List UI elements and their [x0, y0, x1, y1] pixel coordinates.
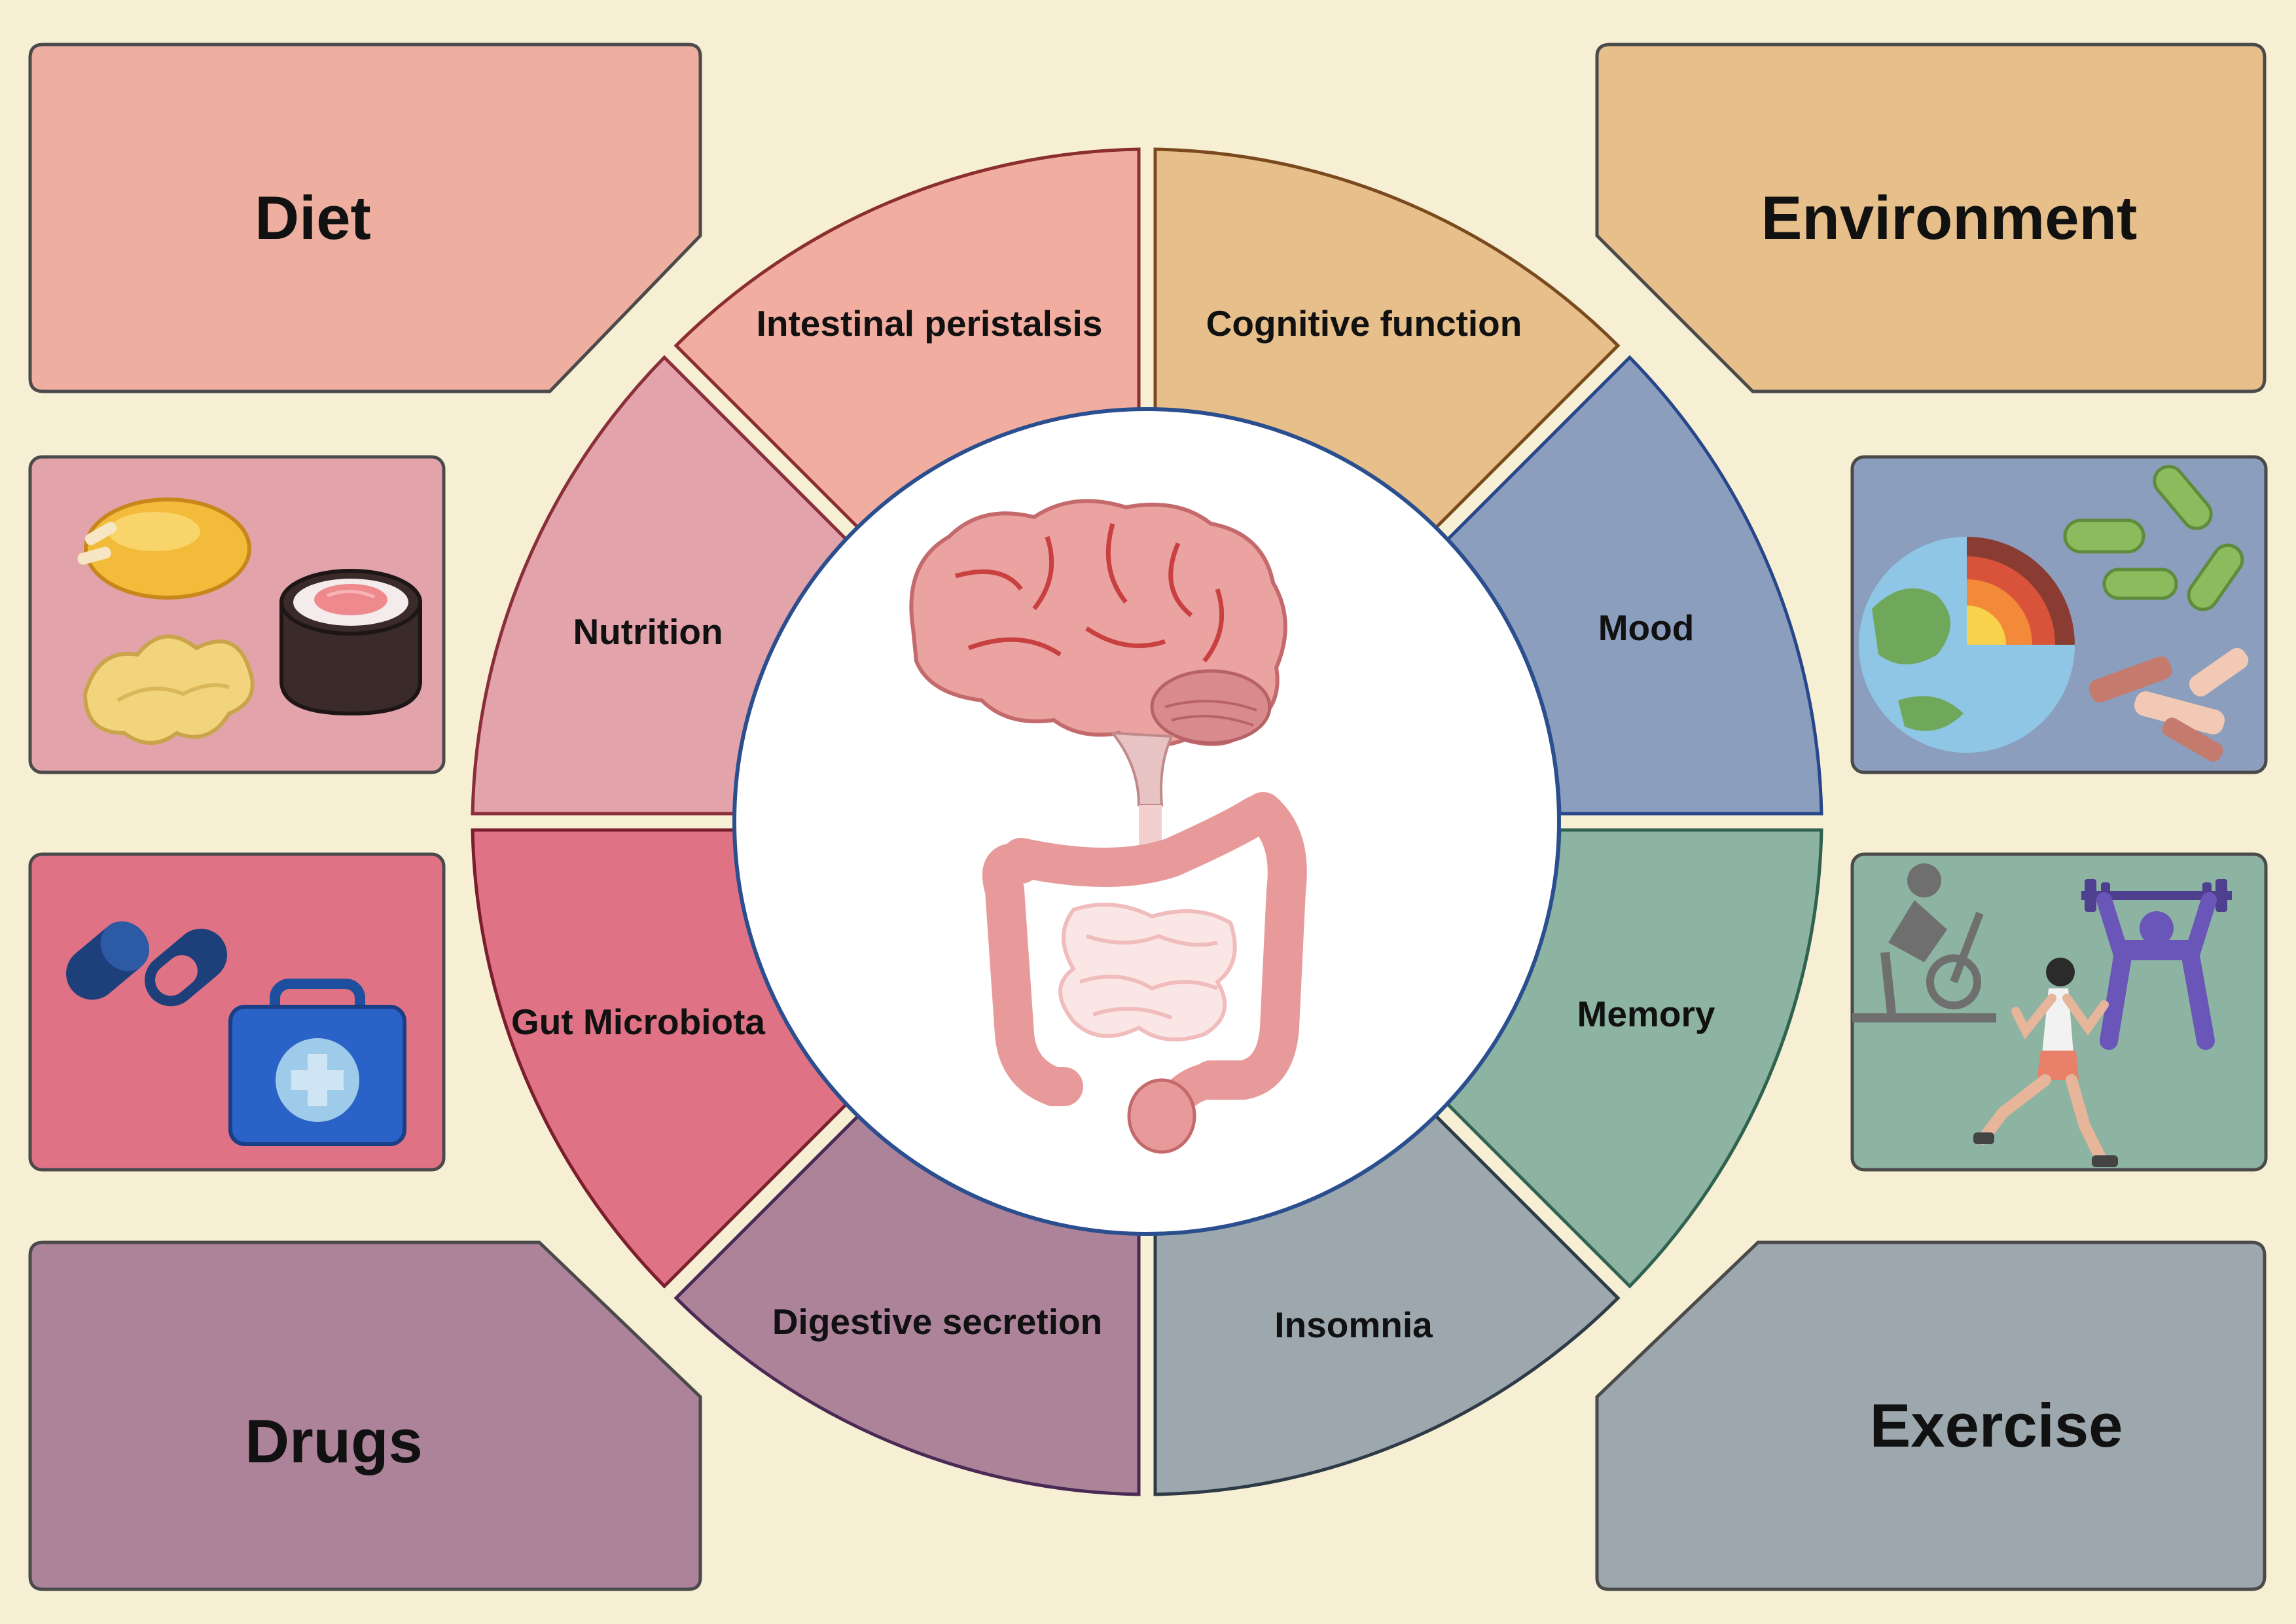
capsule-icon — [145, 928, 227, 1007]
exercise-panel: Exercise — [1595, 1240, 2267, 1591]
environment-label: Environment — [1761, 183, 2138, 252]
runner-icon — [1973, 958, 2118, 1167]
exercise-icons-panel — [1850, 852, 2268, 1172]
drugs-panel: Drugs — [28, 1240, 702, 1591]
sushi-roll-icon — [279, 569, 422, 716]
first-aid-kit-icon — [228, 979, 406, 1146]
drugs-label: Drugs — [245, 1407, 423, 1475]
microplastics-icon — [2089, 647, 2249, 762]
ring — [471, 147, 1823, 1496]
segment-label-intestinal-peristalsis: Intestinal peristalsis — [757, 303, 1103, 344]
bacteria-icon — [2063, 465, 2244, 611]
intestines-icon — [982, 792, 1307, 1154]
exercise-label: Exercise — [1870, 1391, 2123, 1460]
ginger-icon — [82, 634, 255, 745]
stationary-bike-icon — [1852, 863, 1996, 1022]
earth-cross-section-icon — [1859, 537, 2075, 753]
diet-icons-panel — [28, 455, 446, 774]
segment-label-digestive-secretion: Digestive secretion — [772, 1301, 1102, 1342]
environment-icons-panel — [1850, 455, 2268, 774]
segment-label-cognitive-function: Cognitive function — [1206, 303, 1522, 344]
capsule-icon — [66, 921, 149, 1000]
weightlifter-icon — [2081, 879, 2232, 1050]
segment-label-gut-microbiota: Gut Microbiota — [511, 1001, 765, 1042]
environment-panel: Environment — [1595, 43, 2267, 393]
segment-label-mood: Mood — [1598, 607, 1695, 648]
segment-label-nutrition: Nutrition — [573, 611, 723, 652]
brain-icon — [909, 499, 1287, 806]
diet-label: Diet — [255, 183, 371, 252]
drugs-icons-panel — [28, 852, 446, 1172]
segment-label-insomnia: Insomnia — [1274, 1305, 1433, 1345]
segment-label-memory: Memory — [1577, 994, 1715, 1034]
diet-panel: Diet — [28, 43, 702, 393]
roast-chicken-icon — [77, 497, 251, 600]
